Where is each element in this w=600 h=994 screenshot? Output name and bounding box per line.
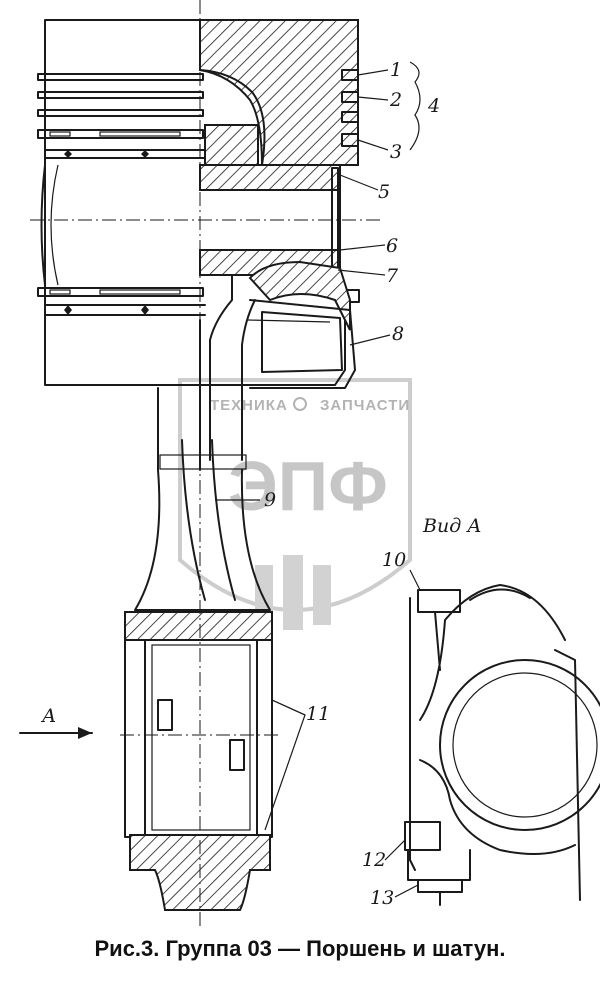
callout-9: 9 [264,489,276,511]
piston [37,19,360,386]
view-a-detail [404,584,600,906]
callout-1: 1 [390,59,402,81]
callout-10: 10 [382,549,406,571]
callout-4: 4 [427,95,440,117]
callout-13: 13 [370,887,394,909]
watermark-line2: ЗАПЧАСТИ [320,397,410,414]
leader-lines [215,61,421,898]
gear-icon [293,397,307,411]
callout-2: 2 [389,89,402,111]
piston-rings-left [37,73,206,159]
view-a-label: Вид А [422,515,482,537]
center-lines [30,0,380,930]
watermark: ТЕХНИКА ЗАПЧАСТИ ЭПФ [178,378,412,630]
callout-11: 11 [306,703,330,725]
watermark-line1: ТЕХНИКА [210,397,288,414]
watermark-logo: ЭПФ [228,447,388,525]
callout-5: 5 [378,181,390,203]
piston-pin [199,189,333,251]
callouts: 1 2 3 4 5 6 7 8 9 10 11 12 13 Вид А [264,59,482,909]
figure-caption: Рис.3. Группа 03 — Поршень и шатун. [94,936,506,961]
callout-6: 6 [386,235,398,257]
callout-12: 12 [362,849,386,871]
callout-7: 7 [386,265,399,287]
view-a-arrow: А [19,705,93,739]
callout-8: 8 [392,323,404,345]
arrow-label: А [40,705,56,727]
callout-3: 3 [390,141,402,163]
